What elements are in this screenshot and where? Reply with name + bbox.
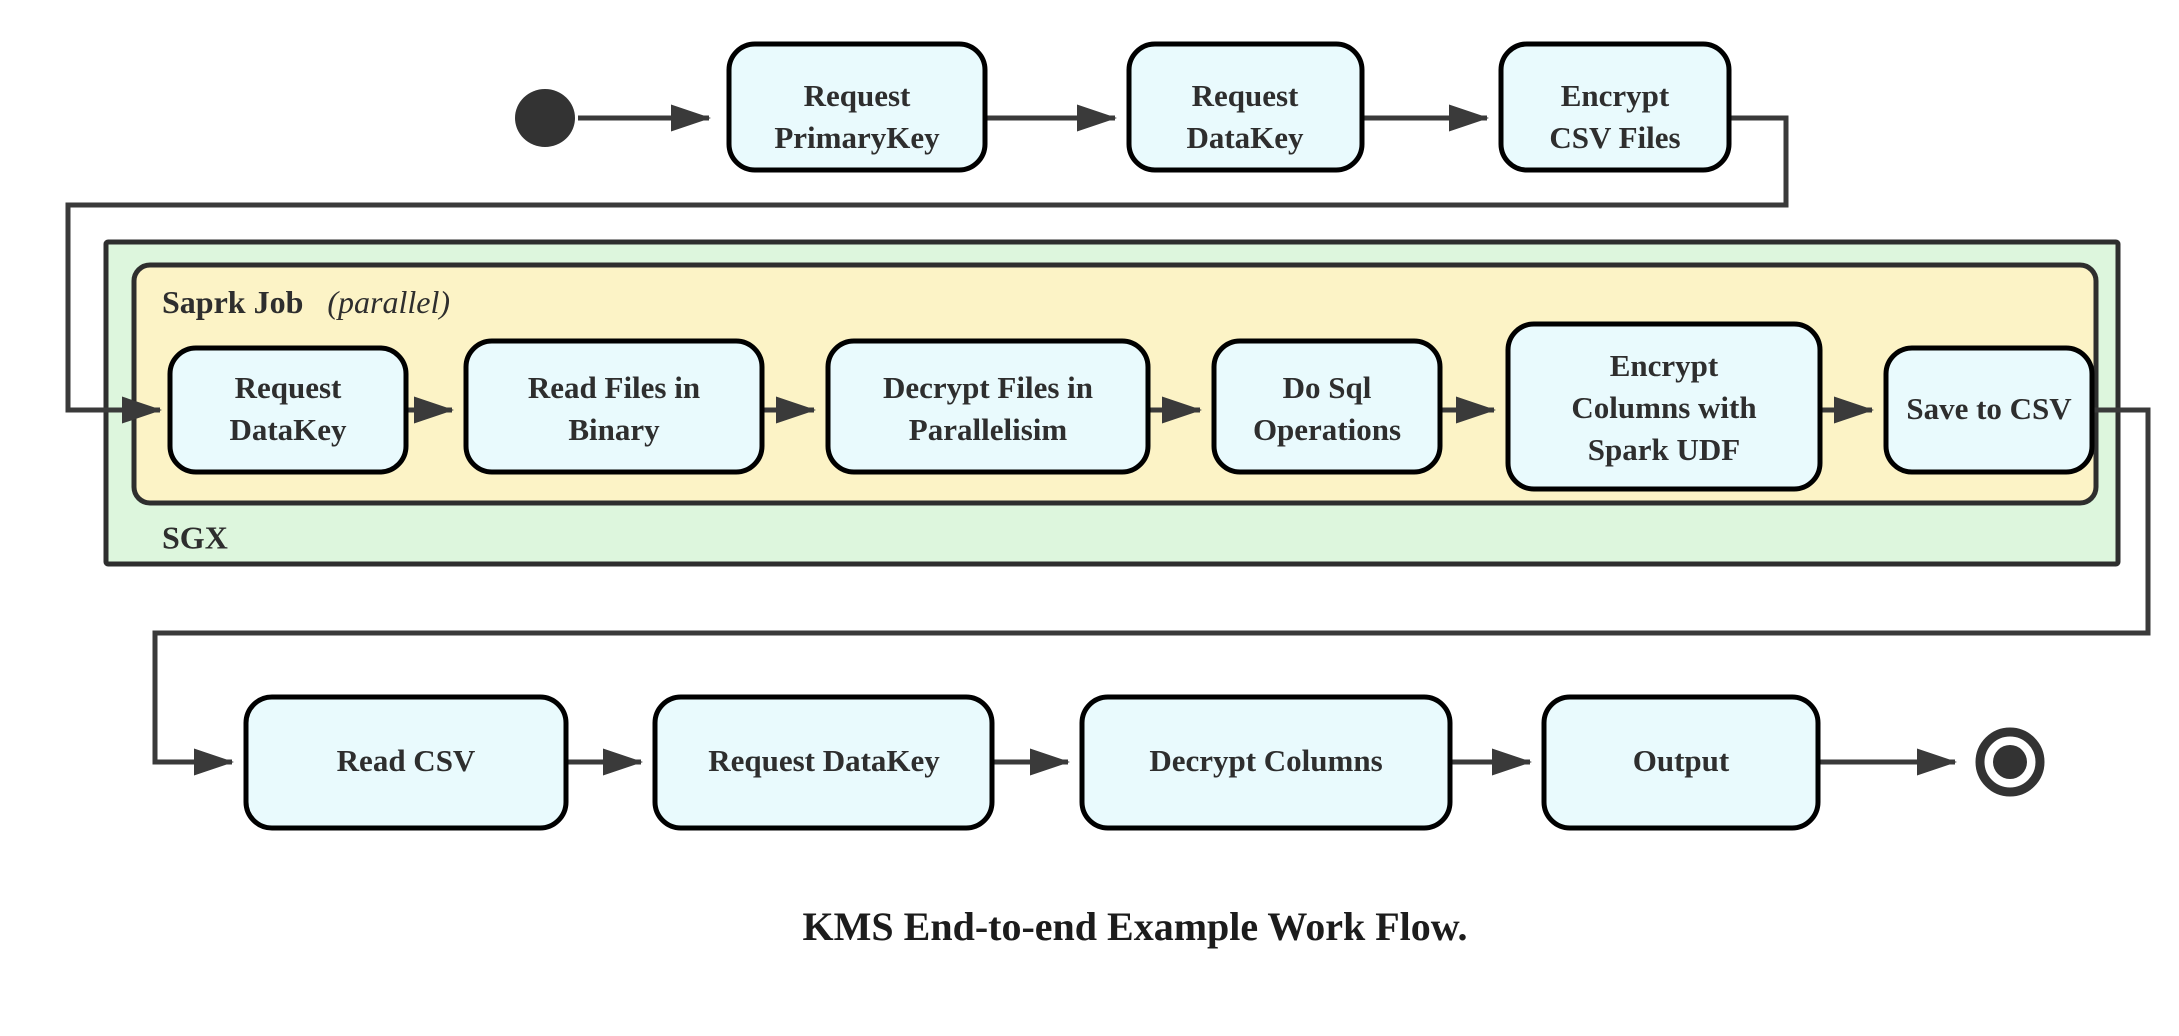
node-encrypt-columns-with-spark-udf-shape[interactable] — [1505, 321, 1823, 492]
node-read-csv[interactable]: Read CSV — [243, 694, 569, 831]
node-request-datakey-bottom-shape[interactable] — [652, 694, 995, 831]
node-decrypt-columns-line1: Decrypt Columns — [1149, 743, 1382, 778]
node-read-files-in-binary[interactable]: Read Files in Binary — [463, 338, 765, 475]
node-output[interactable]: Output — [1541, 694, 1821, 831]
node-encrypt-columns-with-spark-udf-line2: Columns with — [1571, 390, 1756, 425]
node-decrypt-files-in-parallelisim[interactable]: Decrypt Files in Parallelisim — [825, 338, 1151, 475]
node-decrypt-files-in-parallelisim-line2: Parallelisim — [909, 412, 1068, 447]
node-request-datakey-bottom-line1: Request DataKey — [708, 743, 940, 778]
node-request-primarykey-line2: PrimaryKey — [774, 120, 940, 155]
node-encrypt-csv-files[interactable]: Encrypt CSV Files — [1498, 41, 1732, 173]
end-node — [1975, 727, 2045, 797]
node-save-to-csv-shape[interactable] — [1883, 345, 2095, 475]
node-request-datakey-bottom[interactable]: Request DataKey — [652, 694, 995, 831]
node-request-primarykey[interactable]: Request PrimaryKey — [726, 41, 988, 173]
node-save-to-csv[interactable]: Save to CSV — [1883, 345, 2095, 475]
node-output-line1: Output — [1633, 743, 1730, 778]
spark-job-label: Saprk Job (parallel) — [162, 284, 450, 320]
edge-save-csv-to-read-csv — [152, 407, 2151, 776]
node-request-primarykey-shape[interactable] — [726, 41, 988, 173]
node-encrypt-csv-files-line1: Encrypt — [1561, 78, 1670, 113]
node-output-shape[interactable] — [1541, 694, 1821, 831]
node-request-datakey-top-line2: DataKey — [1186, 120, 1304, 155]
node-encrypt-csv-files-line2: CSV Files — [1549, 120, 1680, 155]
node-request-datakey-spark-line1: Request — [235, 370, 342, 405]
node-read-csv-shape[interactable] — [243, 694, 569, 831]
node-read-files-in-binary-line2: Binary — [568, 412, 660, 447]
node-request-primarykey-line1: Request — [804, 78, 911, 113]
node-request-datakey-spark-line2: DataKey — [229, 412, 347, 447]
node-save-to-csv-line1: Save to CSV — [1906, 391, 2072, 426]
diagram-caption: KMS End-to-end Example Work Flow. — [803, 904, 1468, 949]
node-do-sql-operations[interactable]: Do Sql Operations — [1211, 338, 1443, 475]
sgx-label: SGX — [162, 519, 228, 555]
node-read-files-in-binary-shape[interactable] — [463, 338, 765, 475]
spark-job-label-italic: (parallel) — [327, 284, 450, 320]
node-do-sql-operations-line2: Operations — [1253, 412, 1401, 447]
node-decrypt-columns[interactable]: Decrypt Columns — [1079, 694, 1453, 831]
spark-job-label-bold: Saprk Job — [162, 284, 303, 320]
node-do-sql-operations-line1: Do Sql — [1283, 370, 1372, 405]
node-encrypt-columns-with-spark-udf-line3: Spark UDF — [1588, 432, 1740, 467]
node-request-datakey-top[interactable]: Request DataKey — [1126, 41, 1365, 173]
node-encrypt-csv-files-shape[interactable] — [1498, 41, 1732, 173]
node-decrypt-columns-shape[interactable] — [1079, 694, 1453, 831]
node-decrypt-files-in-parallelisim-line1: Decrypt Files in — [883, 370, 1093, 405]
node-encrypt-columns-with-spark-udf[interactable]: Encrypt Columns with Spark UDF — [1505, 321, 1823, 492]
node-request-datakey-top-line1: Request — [1192, 78, 1299, 113]
node-read-csv-line1: Read CSV — [337, 743, 476, 778]
edge-encrypt-csv-to-spark-datakey — [65, 115, 1789, 424]
node-encrypt-columns-with-spark-udf-line1: Encrypt — [1610, 348, 1719, 383]
start-node — [515, 89, 575, 147]
node-decrypt-files-in-parallelisim-shape[interactable] — [825, 338, 1151, 475]
node-read-files-in-binary-line1: Read Files in — [528, 370, 700, 405]
node-request-datakey-top-shape[interactable] — [1126, 41, 1365, 173]
node-do-sql-operations-shape[interactable] — [1211, 338, 1443, 475]
node-request-datakey-spark-shape[interactable] — [167, 345, 409, 475]
node-request-datakey-spark[interactable]: Request DataKey — [167, 345, 409, 475]
